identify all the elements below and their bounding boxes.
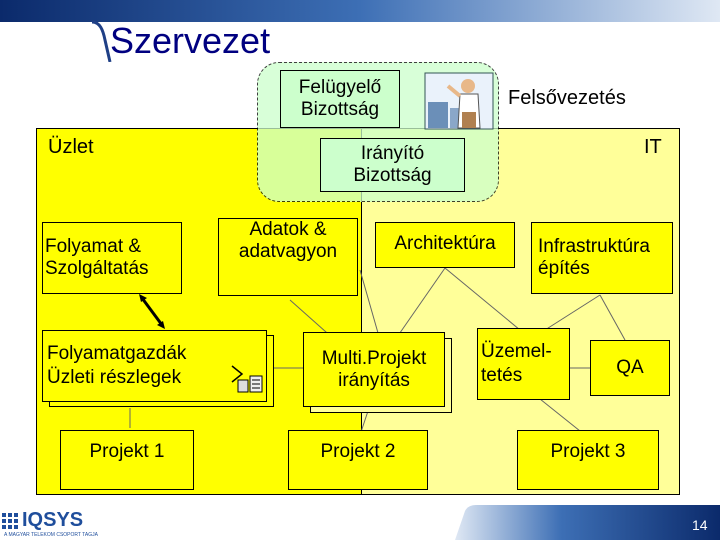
infrastructure-label: Infrastruktúra építés bbox=[538, 236, 650, 279]
project2-box: Projekt 2 bbox=[288, 430, 428, 490]
title-bar: Szervezet bbox=[0, 0, 720, 62]
slide-title: Szervezet bbox=[110, 20, 271, 61]
process-service-label: Folyamat & Szolgáltatás bbox=[45, 236, 149, 279]
management-label: Felsővezetés bbox=[508, 87, 626, 109]
it-label: IT bbox=[644, 136, 662, 158]
project1-label: Projekt 1 bbox=[89, 441, 165, 462]
title-bar-graphic bbox=[0, 0, 720, 62]
process-owners-label: Folyamatgazdák Üzleti részlegek bbox=[47, 343, 187, 388]
qa-box: QA bbox=[590, 340, 670, 396]
executive-icon bbox=[424, 72, 494, 130]
architecture-box: Architektúra bbox=[375, 222, 515, 268]
qa-label: QA bbox=[616, 357, 644, 378]
page-number: 14 bbox=[692, 517, 708, 533]
logo-text: IQSYS bbox=[22, 509, 84, 531]
project1-box: Projekt 1 bbox=[60, 430, 194, 490]
supervisory-board-box: Felügyelő Bizottság bbox=[280, 70, 400, 128]
supervisory-board-label: Felügyelő Bizottság bbox=[298, 77, 382, 120]
footer-bar: IQSYS A MAGYAR TELEKOM CSOPORT TAGJA 14 bbox=[0, 505, 720, 540]
process-owners-box: Folyamatgazdák Üzleti részlegek bbox=[42, 330, 267, 402]
process-service-box: Folyamat & Szolgáltatás bbox=[42, 222, 182, 294]
operations-box: Üzemel- tetés bbox=[477, 328, 570, 400]
project3-box: Projekt 3 bbox=[517, 430, 659, 490]
project3-label: Projekt 3 bbox=[550, 441, 626, 462]
iqsys-logo-icon bbox=[2, 513, 18, 529]
steering-board-box: Irányító Bizottság bbox=[320, 138, 465, 192]
architecture-label: Architektúra bbox=[394, 233, 496, 254]
organization-icon bbox=[228, 360, 266, 396]
multi-project-label: Multi.Projekt irányítás bbox=[321, 347, 427, 391]
project2-label: Projekt 2 bbox=[320, 441, 396, 462]
logo-tagline: A MAGYAR TELEKOM CSOPORT TAGJA bbox=[4, 532, 98, 538]
data-assets-label: Adatok & adatvagyon bbox=[238, 219, 338, 262]
steering-board-label: Irányító Bizottság bbox=[353, 143, 432, 186]
business-label: Üzlet bbox=[48, 136, 94, 158]
operations-label: Üzemel- tetés bbox=[481, 341, 552, 386]
footer-graphic bbox=[455, 505, 720, 540]
multi-project-box: Multi.Projekt irányítás bbox=[303, 332, 445, 407]
infrastructure-box: Infrastruktúra építés bbox=[531, 222, 673, 294]
data-assets-box: Adatok & adatvagyon bbox=[218, 218, 358, 296]
